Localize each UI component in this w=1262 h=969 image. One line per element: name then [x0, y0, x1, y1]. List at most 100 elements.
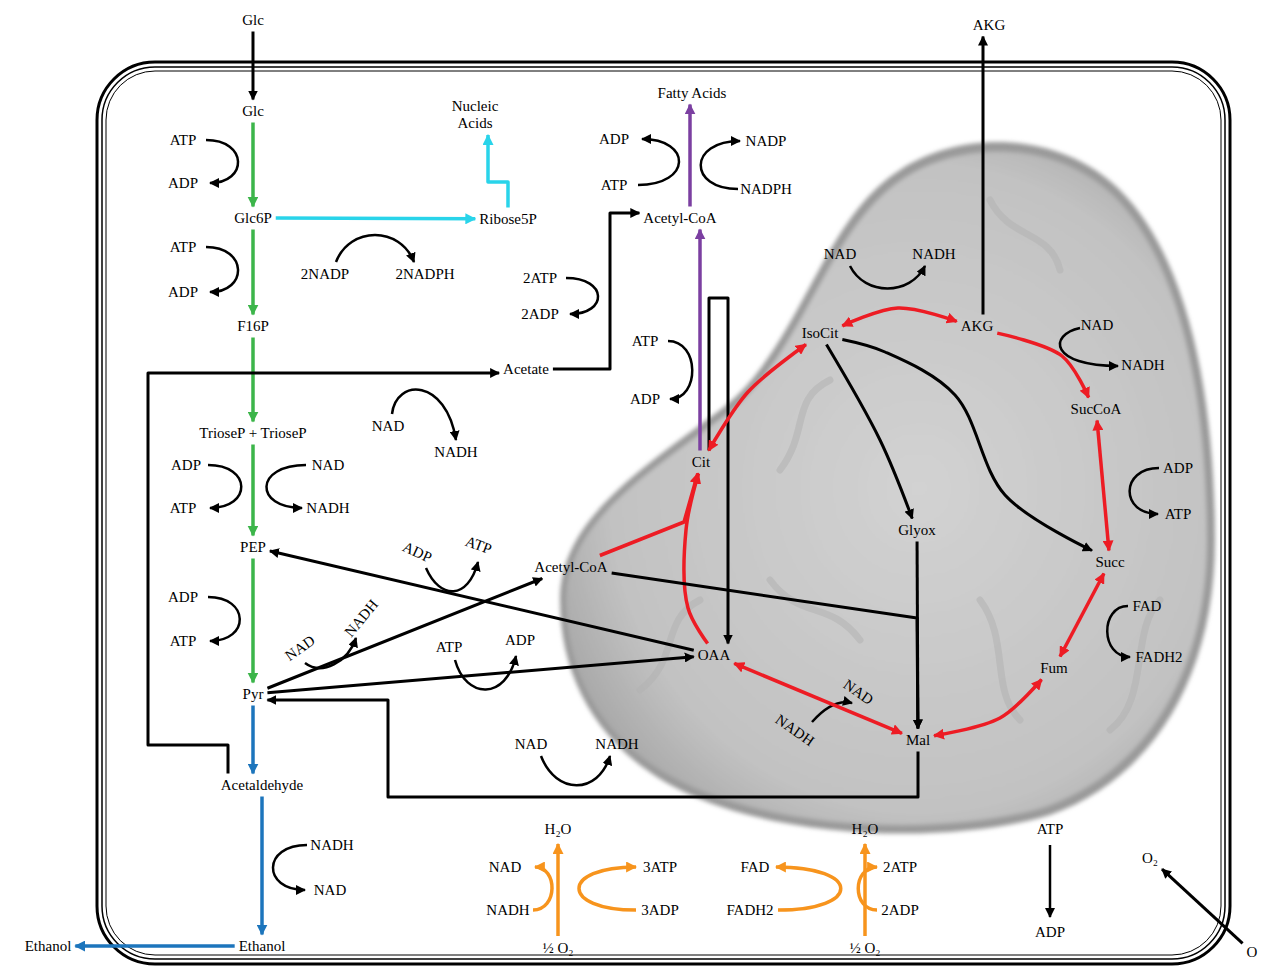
metabolite-name: TrioseP + TrioseP	[199, 425, 306, 442]
cofactor-arrow	[701, 141, 740, 189]
reaction-arrow	[251, 32, 254, 100]
cofactor-label: ADP	[598, 131, 630, 148]
metabolite-name: Glc	[242, 12, 264, 29]
reaction-arrows	[75, 32, 1242, 947]
oxygen-arrow	[556, 844, 560, 936]
cofactor-label: NADPH	[739, 181, 793, 198]
metabolite-node: Glyox	[897, 522, 937, 539]
cofactor-label: ATP	[169, 239, 198, 256]
metabolite-node: SucCoA	[1070, 401, 1123, 418]
cofactor-arrow	[208, 597, 240, 641]
cofactor-arrows	[206, 139, 1159, 917]
reaction-arrow	[600, 474, 698, 556]
reaction-arrow	[709, 345, 806, 451]
cofactor-label: FADH2	[1134, 649, 1183, 666]
cell-membrane	[97, 62, 1230, 964]
cofactor-arrow	[638, 139, 679, 185]
cofactor-arrow	[668, 341, 692, 399]
metabolite-node: OAA	[697, 647, 732, 664]
metabolite-name: Acetate	[503, 361, 549, 378]
cofactor-label: ½ O₂	[848, 940, 881, 957]
metabolite-name: SucCoA	[1071, 401, 1122, 418]
reaction-arrow	[251, 445, 255, 536]
metabolite-name: Glc	[242, 103, 264, 120]
cofactor-label: NAD	[514, 736, 549, 753]
cofactor-arrow	[426, 562, 478, 591]
cofactor-label: ATP	[169, 500, 198, 517]
crista	[770, 580, 860, 640]
reaction-arrow	[260, 797, 264, 935]
metabolite-node: Nucleic Acids	[443, 98, 507, 132]
cofactor-arrow	[1107, 606, 1130, 657]
cofactor-label: ATP	[1036, 821, 1065, 838]
metabolite-name: IsoCit	[802, 325, 839, 342]
metabolite-name: Ribose5P	[479, 211, 537, 228]
cofactor-label: ATP	[435, 639, 464, 656]
metabolite-node: Pyr	[242, 686, 265, 703]
reaction-arrow	[982, 37, 985, 315]
cristae	[640, 200, 1160, 730]
metabolite-name: Acetyl-CoA	[643, 210, 716, 227]
cofactor-label: 2ATP	[882, 859, 918, 876]
reaction-arrow	[267, 657, 693, 693]
metabolite-node: Succ	[1094, 554, 1125, 571]
crista	[780, 380, 830, 470]
etc-arrow	[776, 867, 841, 910]
metabolite-name: Succ	[1095, 554, 1124, 571]
reaction-arrow	[251, 230, 255, 315]
metabolite-name: Acetyl-CoA	[534, 559, 607, 576]
cofactor-label: 2NADPH	[394, 266, 455, 283]
cofactor-label: NAD	[371, 418, 406, 435]
metabolite-node: O	[1246, 944, 1259, 961]
metabolite-name: Cit	[692, 454, 710, 471]
metabolite-name: O	[1247, 944, 1258, 961]
metabolite-node: Acetyl-CoA	[642, 210, 717, 227]
metabolite-name: AKG	[973, 17, 1006, 34]
reaction-arrow	[251, 338, 255, 422]
crista	[990, 200, 1060, 270]
metabolite-name: Mal	[906, 732, 930, 749]
metabolite-node: Glc6P	[233, 210, 273, 227]
cofactor-label: ATP	[169, 633, 198, 650]
reaction-arrow	[270, 551, 694, 650]
cofactor-label: FADH2	[725, 902, 774, 919]
cofactor-label: 2ADP	[520, 306, 560, 323]
cofactor-label: ADP	[170, 457, 202, 474]
reaction-arrow	[842, 308, 956, 326]
cofactor-label: NADH	[911, 246, 956, 263]
cofactor-label: ATP	[169, 132, 198, 149]
reaction-arrow	[688, 105, 692, 207]
reaction-arrow	[842, 340, 1092, 551]
cofactor-label: NADH	[433, 444, 478, 461]
cofactor-label: 2NADP	[300, 266, 350, 283]
reaction-arrow	[612, 573, 918, 729]
cofactor-label: ATP	[1164, 506, 1193, 523]
cofactor-label: ATP	[631, 333, 660, 350]
cofactor-label: NAD	[1080, 317, 1115, 334]
metabolite-name: OAA	[698, 647, 731, 664]
cofactor-label: FAD	[1132, 598, 1163, 615]
metabolite-node: Acetate	[502, 361, 550, 378]
cell-membrane	[106, 71, 1221, 955]
mitochondrion-matrix	[566, 151, 1207, 825]
metabolite-node: Mal	[905, 732, 931, 749]
metabolite-node: Fatty Acids	[657, 85, 728, 102]
cofactor-label: ATP	[462, 532, 495, 558]
cell-membrane	[102, 67, 1225, 959]
metabolite-name: AKG	[961, 318, 994, 335]
metabolite-node: Glc	[241, 12, 265, 29]
metabolite-node: AKG	[960, 318, 995, 335]
reaction-arrow	[1097, 421, 1109, 551]
metabolite-node: Ethanol	[24, 938, 73, 955]
cofactor-label: NADH	[309, 837, 354, 854]
cofactor-label: NADH	[341, 595, 383, 641]
mitochondrion-outline	[560, 142, 1215, 833]
reaction-arrow	[826, 345, 912, 519]
cofactor-arrow	[206, 247, 238, 292]
reaction-arrow	[553, 213, 639, 369]
cofactor-label: NAD	[313, 882, 348, 899]
metabolite-name: Glyox	[898, 522, 936, 539]
cofactor-label: ADP	[1034, 924, 1066, 941]
cofactor-label: FAD	[740, 859, 771, 876]
cofactor-label: NAD	[281, 631, 319, 665]
